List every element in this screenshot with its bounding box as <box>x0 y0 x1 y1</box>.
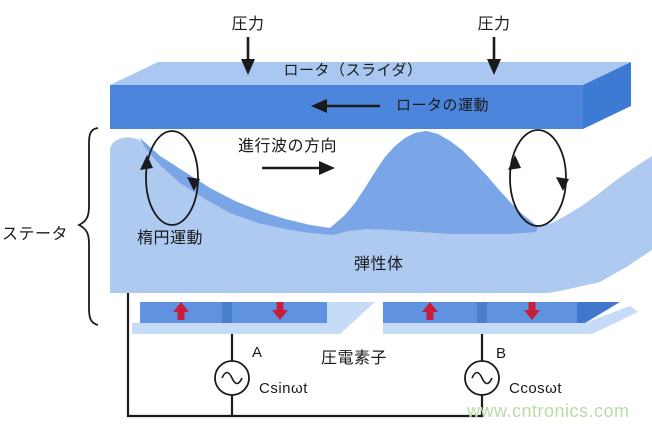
piezo-divider-1 <box>222 302 232 323</box>
source-a-label: A <box>252 344 263 361</box>
stator-brace <box>76 127 99 326</box>
wave-direction-arrow-icon <box>262 161 335 175</box>
rotor-top-face <box>110 62 631 85</box>
elliptical-orbit-right <box>508 129 569 227</box>
orbit-down-arrowhead <box>187 177 200 191</box>
rotor-label: ロータ（スライダ） <box>283 62 423 79</box>
rotor-motion-label: ロータの運動 <box>396 97 490 114</box>
piezo-divider-2 <box>477 302 487 323</box>
orbit-up-arrowhead <box>508 155 521 170</box>
wave-direction-label: 進行波の方向 <box>238 138 338 155</box>
ac-source-a-icon <box>214 360 250 396</box>
piezo-plate-left <box>132 323 352 334</box>
orbit-up-arrowhead <box>140 155 153 170</box>
piezo-side-face <box>577 302 620 323</box>
rotor-side-face <box>583 62 631 129</box>
pressure-arrow-right-icon <box>487 37 501 75</box>
piezo-up-arrow-icon <box>422 302 438 320</box>
piezo-plate-gap-top <box>327 302 375 323</box>
piezo-element-label: 圧電素子 <box>321 350 388 367</box>
piezo-down-arrow-icon <box>524 302 540 320</box>
piezo-down-arrow-icon <box>272 302 288 320</box>
pressure-arrow-left-icon <box>241 37 255 75</box>
piezo-plate-right <box>383 306 638 334</box>
source-b-label: B <box>496 345 507 362</box>
wave-top-surface <box>139 131 538 235</box>
orbit-down-arrowhead <box>556 177 569 191</box>
elliptical-orbit-left <box>140 130 200 226</box>
stator-label: ステータ <box>2 226 69 243</box>
elastic-body-label: 弾性体 <box>354 256 404 273</box>
elliptical-motion-label: 楕円運動 <box>137 230 204 247</box>
circuit-wire-left <box>126 293 484 418</box>
pressure-label-left: 圧力 <box>231 16 265 33</box>
watermark: www.cntronics.com <box>467 401 630 421</box>
source-a-formula: Csinωt <box>259 380 308 397</box>
ac-source-b-icon <box>464 360 500 396</box>
pressure-label-right: 圧力 <box>477 16 511 33</box>
source-b-formula: Ccosωt <box>509 380 563 397</box>
piezo-up-arrow-icon <box>173 302 189 320</box>
rotor-motion-arrow-icon <box>311 99 380 113</box>
